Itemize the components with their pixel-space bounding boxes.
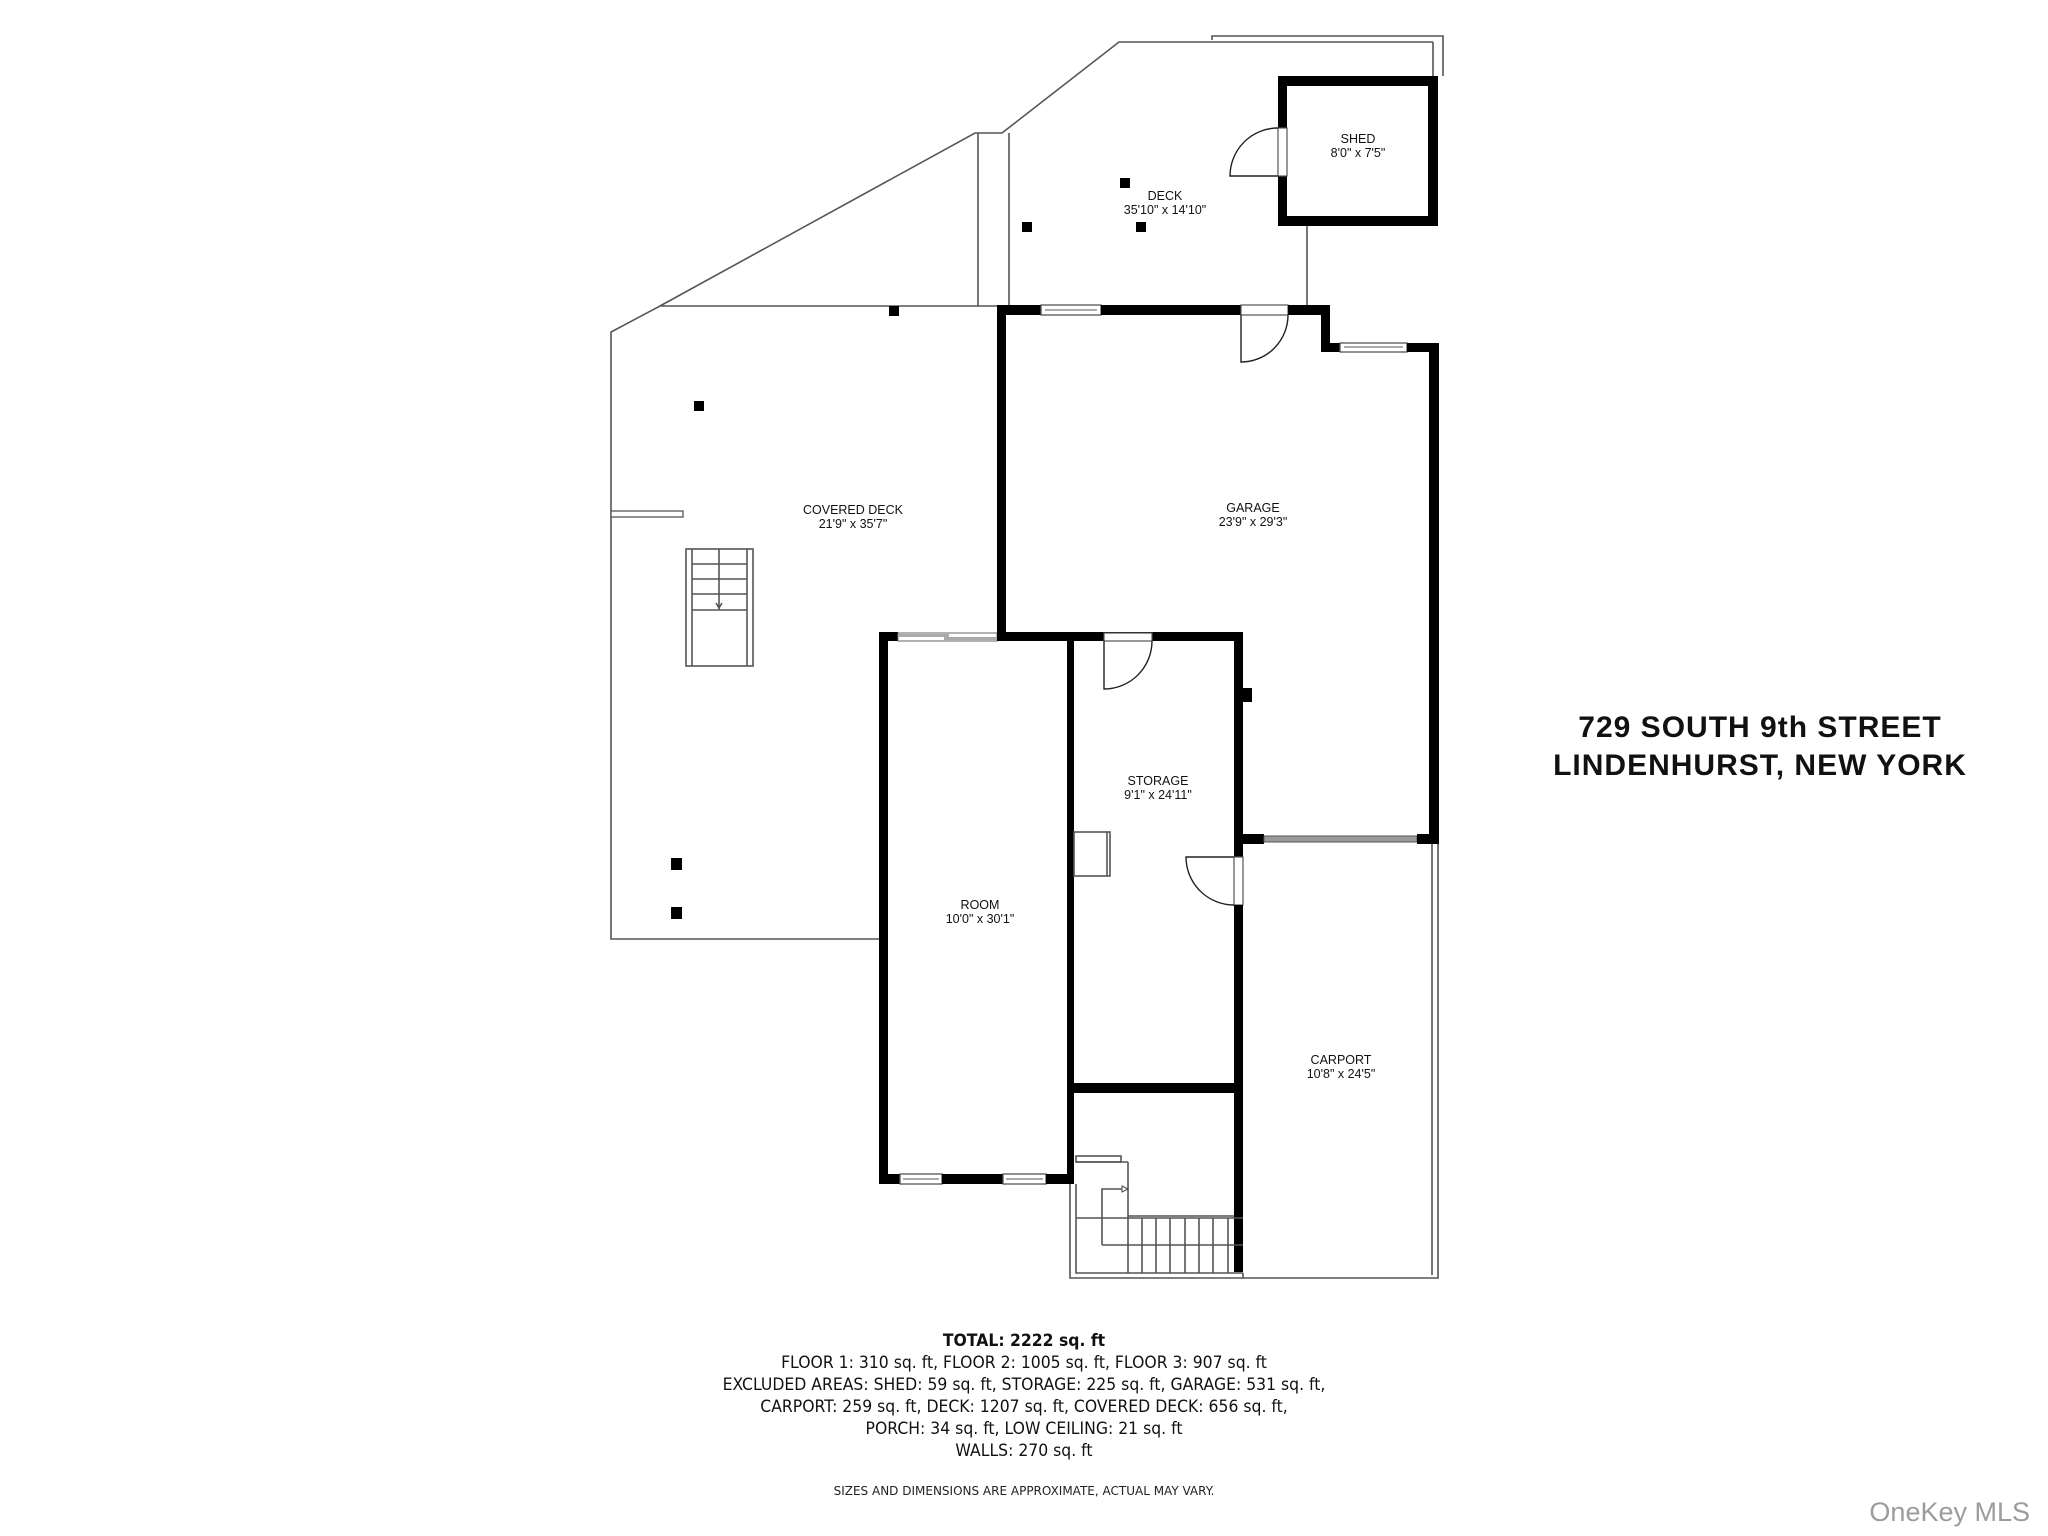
storage-fixture — [1073, 831, 1111, 877]
carport-dims: 10'8" x 24'5" — [1307, 1067, 1376, 1081]
summary-line: FLOOR 1: 310 sq. ft, FLOOR 2: 1005 sq. f… — [781, 1353, 1267, 1373]
deck-stairs-icon — [685, 548, 754, 667]
total-area: TOTAL: 2222 sq. ft — [942, 1331, 1106, 1351]
storage-side-door-opening — [1233, 856, 1244, 906]
address-line-1: 729 SOUTH 9th STREET — [1578, 711, 1942, 744]
summary-line: CARPORT: 259 sq. ft, DECK: 1207 sq. ft, … — [760, 1397, 1288, 1417]
covered-deck-dims: 21'9" x 35'7" — [819, 517, 888, 531]
storage-door-opening — [1103, 632, 1153, 642]
deck-post — [1136, 222, 1146, 232]
room-label: ROOM — [961, 898, 1000, 912]
garage-label: GARAGE — [1226, 501, 1280, 515]
room: ROOM 10'0" x 30'1" — [879, 632, 1243, 1185]
railing-stub — [610, 510, 684, 518]
stairs-arrow-icon — [1121, 1185, 1130, 1193]
deck-post — [1022, 222, 1032, 232]
deck-dims: 35'10" x 14'10" — [1124, 203, 1206, 217]
shed-label: SHED — [1341, 132, 1376, 146]
disclaimer: SIZES AND DIMENSIONS ARE APPROXIMATE, AC… — [833, 1484, 1215, 1498]
deck-post — [1120, 178, 1130, 188]
shed-dims: 8'0" x 7'5" — [1331, 146, 1386, 160]
garage: GARAGE 23'9" x 29'3" — [997, 304, 1439, 844]
address-line-2: LINDENHURST, NEW YORK — [1553, 749, 1967, 782]
storage-door-swing-icon — [1103, 640, 1153, 690]
storage: STORAGE 9'1" x 24'11" — [1067, 632, 1244, 1272]
storage-label: STORAGE — [1128, 774, 1189, 788]
summary-line: EXCLUDED AREAS: SHED: 59 sq. ft, STORAGE… — [722, 1375, 1326, 1395]
storage-side-door-swing-icon — [1185, 856, 1235, 906]
covered-deck-label: COVERED DECK — [803, 503, 904, 517]
shed: SHED 8'0" x 7'5" — [1229, 76, 1438, 226]
porch-stairs-icon — [1128, 1217, 1243, 1273]
carport-label: CARPORT — [1311, 1053, 1372, 1067]
covered-deck: COVERED DECK 21'9" x 35'7" — [610, 305, 997, 940]
garage-door-opening — [1240, 304, 1289, 316]
watermark-logo: OneKey MLS — [1869, 1497, 2030, 1527]
porch — [1069, 1155, 1243, 1279]
deck-post — [889, 306, 899, 316]
shed-door-swing-icon — [1229, 127, 1279, 177]
deck-post — [671, 858, 682, 870]
deck-area: DECK 35'10" x 14'10" — [659, 35, 1444, 307]
room-dims: 10'0" x 30'1" — [946, 912, 1015, 926]
shed-door-opening — [1277, 127, 1288, 177]
garage-overhead-door — [1263, 835, 1418, 843]
garage-dims: 23'9" x 29'3" — [1219, 515, 1288, 529]
area-summary: TOTAL: 2222 sq. ft FLOOR 1: 310 sq. ft, … — [564, 1330, 1484, 1462]
summary-line: WALLS: 270 sq. ft — [955, 1441, 1093, 1461]
deck-label: DECK — [1148, 189, 1183, 203]
storage-dims: 9'1" x 24'11" — [1124, 788, 1192, 802]
summary-line: PORCH: 34 sq. ft, LOW CEILING: 21 sq. ft — [865, 1419, 1183, 1439]
deck-post — [694, 401, 704, 411]
deck-post — [671, 907, 682, 919]
carport: CARPORT 10'8" x 24'5" — [1242, 844, 1439, 1279]
wall-stub — [1243, 688, 1252, 702]
garage-door-swing-icon — [1240, 314, 1289, 363]
